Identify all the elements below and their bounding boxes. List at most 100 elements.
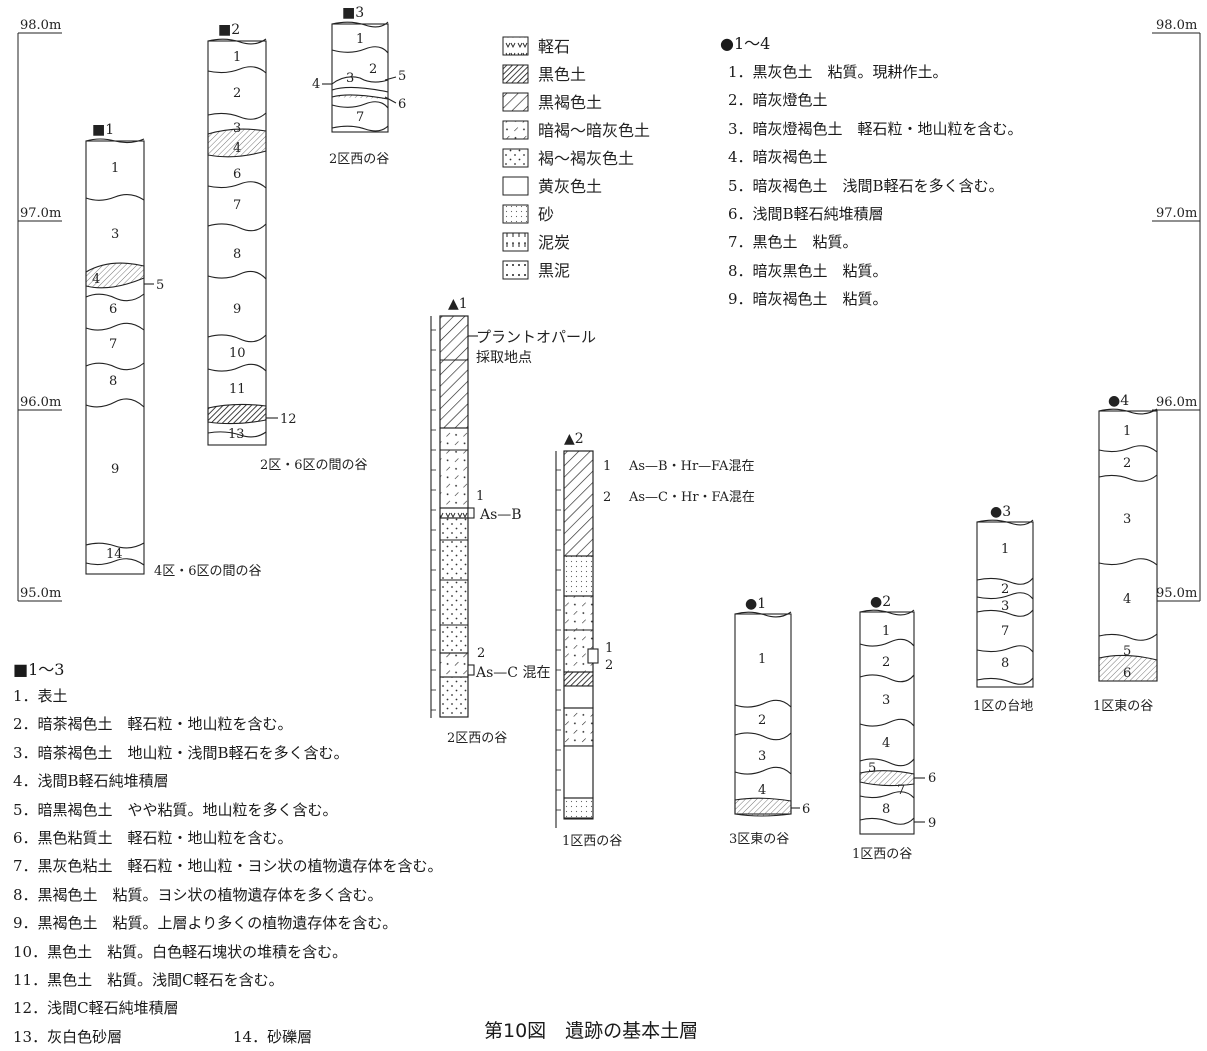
layer-label: 4 — [758, 783, 766, 798]
swatch-label: 黒泥 — [538, 261, 570, 280]
layer-label: 3 — [111, 227, 119, 242]
note-num: 2 — [603, 490, 611, 505]
legend-circle-list: 1．黒灰色土 粘質。現耕作土。 2．暗灰燈色土 3．暗灰燈褐色土 軽石粒・地山粒… — [728, 58, 1023, 314]
legend-item: 9．黒褐色土 粘質。上層より多くの植物遺存体を含む。 — [13, 914, 398, 933]
layer-label: 14 — [106, 547, 123, 562]
layer-label: 1 — [882, 624, 890, 639]
layer-label: 1 — [233, 50, 241, 65]
callout-label: 9 — [928, 816, 936, 831]
layer-label: 6 — [233, 167, 241, 182]
sample-annotation: プラントオパール — [476, 328, 596, 346]
layer-label: 3 — [758, 749, 766, 764]
sample-annotation: 採取地点 — [476, 350, 532, 366]
column-circle-3: ●3 1 2 3 7 8 1区の台地 — [973, 504, 1034, 714]
legend-item: 10．黒色土 粘質。白色軽石塊状の堆積を含む。 — [13, 942, 348, 961]
layer-label: 9 — [111, 462, 119, 477]
column-mark: ▲2 — [564, 431, 584, 447]
legend-item: 14．砂礫層 — [233, 1027, 313, 1046]
legend-item: 7．黒灰色粘土 軽石粒・地山粒・ヨシ状の植物遺存体を含む。 — [13, 857, 443, 876]
layer-label: 2 — [369, 62, 377, 77]
legend-item: 3．暗茶褐色土 地山粒・浅間B軽石を多く含む。 — [13, 743, 349, 762]
layer-label: 8 — [882, 802, 890, 817]
column-mark: ■2 — [218, 22, 240, 38]
note-text: As—B・Hr—FA混在 — [628, 459, 754, 474]
callout-label: 6 — [802, 802, 810, 817]
swatch-legend-boxes — [502, 36, 529, 280]
layer-label: 13 — [228, 427, 245, 442]
note-text: As—C・Hr・FA混在 — [628, 490, 755, 505]
layer-label: 4 — [92, 272, 100, 287]
callout-label: 2 — [605, 658, 613, 673]
column-caption: 2区西の谷 — [447, 731, 507, 746]
column-square-2: ■2 1 2 3 4 6 7 8 9 10 11 12 13 2区・6区の間の谷 — [207, 22, 368, 473]
right-tick-98: 98.0m — [1156, 18, 1197, 33]
column-caption: 1区の台地 — [973, 699, 1033, 714]
layer-label: 3 — [882, 693, 890, 708]
layer-label: 2 — [882, 655, 890, 670]
column-square-3: ■3 1 2 4 3 5 6 7 2区西の谷 — [312, 5, 406, 167]
layer-label: 1 — [1001, 542, 1009, 557]
legend-item: 1．表土 — [13, 687, 68, 705]
layer-label: 3 — [1001, 599, 1009, 614]
callout-label: 3 — [346, 71, 354, 86]
swatch-label: 黄灰色土 — [538, 177, 602, 196]
column-caption: 3区東の谷 — [729, 831, 789, 847]
legend-item: 5．暗黒褐色土 やや粘質。地山粒を多く含む。 — [13, 800, 338, 819]
callout-label: 12 — [280, 412, 297, 427]
legend-item: 6．浅間B軽石純堆積層 — [728, 205, 884, 224]
column-mark: ●4 — [1108, 393, 1129, 409]
legend-item: 5．暗灰褐色土 浅間B軽石を多く含む。 — [728, 176, 1004, 195]
right-tick-95: 95.0m — [1156, 586, 1197, 601]
legend-circle-heading: ●1～4 — [720, 34, 771, 53]
column-caption: 1区東の谷 — [1093, 698, 1153, 714]
legend-item: 7．黒色土 粘質。 — [728, 233, 858, 252]
column-triangle-1: ▲1 プラントオパール 採取地点 — [430, 296, 596, 746]
layer-label: 7 — [1001, 624, 1009, 639]
legend-square-heading: ■1～3 — [13, 660, 65, 679]
swatch-label: 暗褐～暗灰色土 — [538, 121, 650, 140]
layer-label: 8 — [109, 374, 117, 389]
callout-label: 5 — [156, 278, 164, 293]
layer-label: 7 — [233, 198, 241, 213]
right-tick-96: 96.0m — [1156, 395, 1197, 410]
layer-label: 9 — [233, 302, 241, 317]
layer-label: 2 — [1001, 582, 1009, 597]
layer-label: 10 — [229, 346, 246, 361]
callout-label: As—B — [479, 507, 522, 523]
legend-item: 4．浅間B軽石純堆積層 — [13, 772, 169, 791]
legend-square-list: 1．表土 2．暗茶褐色土 軽石粒・地山粒を含む。 3．暗茶褐色土 地山粒・浅間B… — [13, 682, 443, 1051]
legend-item: 8．暗灰黒色土 粘質。 — [728, 261, 888, 280]
swatch-label: 軽石 — [538, 37, 570, 56]
column-mark: ▲1 — [448, 296, 468, 312]
swatch-label: 泥炭 — [538, 233, 570, 252]
column-caption: 4区・6区の間の谷 — [154, 564, 262, 579]
layer-label: 2 — [1123, 456, 1131, 471]
layer-label: 7 — [356, 110, 364, 125]
swatch-label: 褐～褐灰色土 — [538, 149, 634, 168]
column-caption: 1区西の谷 — [852, 847, 912, 862]
swatch-label: 黒褐色土 — [538, 93, 602, 112]
legend-item: 11．黒色土 粘質。浅間C軽石を含む。 — [13, 971, 284, 990]
layer-label: 7 — [109, 337, 117, 352]
legend-item: 2．暗茶褐色土 軽石粒・地山粒を含む。 — [13, 715, 293, 734]
callout-label: As—C 混在 — [475, 665, 550, 681]
layer-label: 1 — [356, 32, 364, 47]
column-mark: ●3 — [990, 504, 1011, 520]
callout-label: 4 — [312, 77, 320, 92]
column-caption: 2区西の谷 — [329, 152, 389, 167]
right-elevation-scale — [1152, 32, 1201, 602]
legend-item: 9．暗灰褐色土 粘質。 — [728, 290, 888, 309]
column-mark: ●2 — [870, 594, 891, 610]
legend-item: 8．黒褐色土 粘質。ヨシ状の植物遺存体を多く含む。 — [13, 885, 383, 904]
legend-item: 13．灰白色砂層 — [13, 1027, 123, 1046]
right-tick-97: 97.0m — [1156, 206, 1197, 221]
layer-label: 5 — [1123, 644, 1131, 659]
callout-label: 1 — [605, 641, 613, 656]
callout-label: 6 — [398, 97, 406, 112]
column-caption: 2区・6区の間の谷 — [260, 458, 368, 473]
note-num: 1 — [603, 459, 611, 474]
column-circle-2: ●2 1 2 3 4 5 6 7 8 9 1区西の谷 — [852, 594, 936, 862]
legend-item: 3．暗灰燈褐色土 軽石粒・地山粒を含む。 — [728, 119, 1023, 138]
layer-label: 11 — [229, 382, 246, 397]
